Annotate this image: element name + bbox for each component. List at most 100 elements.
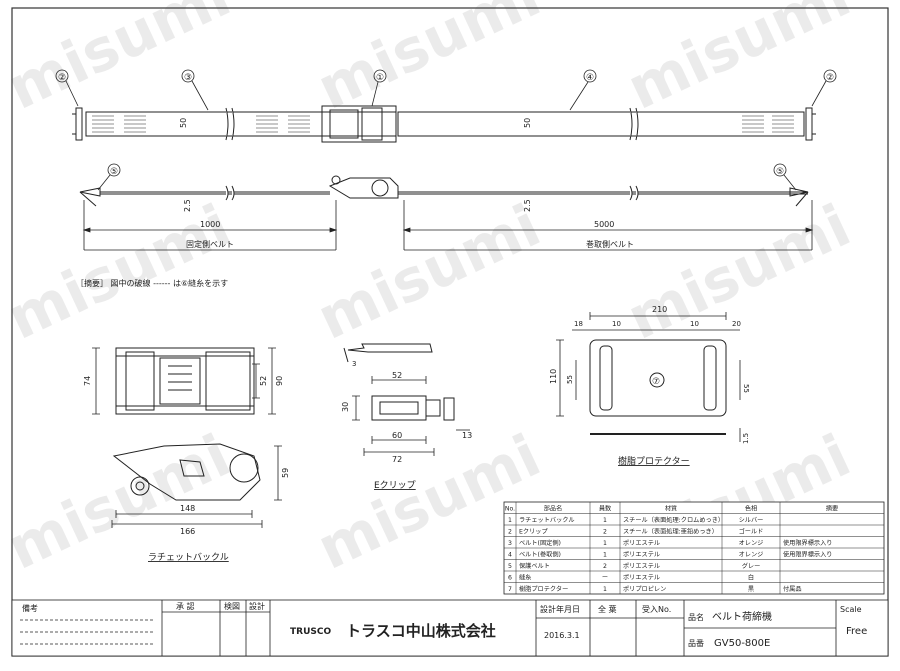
dim-ratchet-90: 90: [275, 376, 284, 386]
table-cell: ポリエステル: [623, 562, 660, 570]
table-cell: ポリエステル: [623, 574, 660, 582]
table-cell: ゴールド: [739, 528, 764, 536]
eclip-detail: [343, 343, 470, 456]
callout-4: ④: [586, 73, 594, 83]
table-cell: ポリエステル: [623, 539, 660, 547]
dim-belt-width-fixed: 50: [179, 118, 188, 128]
tb-hinmei: ベルト荷締機: [712, 610, 772, 623]
table-cell: ー: [602, 575, 608, 582]
watermark: misumi: [0, 191, 240, 353]
table-cell: 白: [748, 574, 754, 582]
side-view: [79, 175, 809, 207]
table-cell: グレー: [742, 562, 761, 570]
table-cell: 1: [603, 552, 607, 559]
dim-length-fixed: 1000: [200, 220, 220, 229]
table-cell: 樹脂プロテクター: [519, 585, 568, 593]
table-header-cell: 材質: [665, 505, 677, 513]
top-view: [72, 105, 816, 143]
tb-hinban-label: 品番: [688, 638, 704, 648]
protector-title: 樹脂プロテクター: [618, 455, 690, 467]
tb-juju: 受入No.: [642, 604, 671, 614]
watermark: misumi: [617, 0, 860, 123]
label-fixed-belt: 固定側ベルト: [186, 239, 234, 249]
table-cell: 5: [508, 563, 512, 570]
note-text: ［摘要］ 図中の破線 ------ は⑥縫糸を示す: [76, 278, 228, 288]
table-cell: ポリエステル: [623, 551, 660, 559]
dim-thickness-fixed: 2.5: [183, 199, 192, 212]
dim-eclip-13: 13: [462, 431, 472, 440]
dim-thickness-take: 2.5: [523, 199, 532, 212]
table-cell: ベルト(巻取側): [519, 551, 561, 559]
tb-date: 2016.3.1: [544, 631, 580, 640]
table-cell: 4: [508, 552, 512, 559]
dim-eclip-30: 30: [341, 402, 350, 412]
table-header-cell: 色相: [745, 505, 757, 513]
dim-eclip-60: 60: [392, 431, 402, 440]
table-cell: 1: [508, 517, 512, 524]
length-dimensions: [82, 200, 814, 251]
table-cell: ラチェットバックル: [519, 517, 575, 524]
tb-zenkai: 全 葉: [598, 604, 617, 614]
tb-sekkei: 設計: [249, 601, 265, 611]
table-cell: 2: [603, 563, 607, 570]
callout-3: ③: [184, 73, 192, 83]
ratchet-title: ラチェットバックル: [148, 552, 229, 563]
table-cell: 2: [508, 529, 512, 536]
protector-detail: [556, 312, 741, 442]
callout-leaders: [55, 69, 837, 191]
dim-length-take: 5000: [594, 220, 614, 229]
callout-1: ①: [376, 73, 384, 83]
table-cell: 保護ベルト: [519, 562, 550, 570]
dim-protector-55a: 55: [566, 375, 574, 384]
eclip-title: Eクリップ: [374, 480, 416, 491]
dim-protector-1.5: 1.5: [742, 433, 750, 444]
dim-protector-10b: 10: [690, 320, 699, 328]
dim-protector-20: 20: [732, 320, 741, 328]
dim-belt-width-take: 50: [523, 118, 532, 128]
tb-date-label: 設計年月日: [540, 604, 580, 614]
ratchet-detail: [92, 347, 282, 528]
table-cell: 3: [508, 540, 512, 547]
callout-2-left: ②: [58, 73, 66, 83]
watermark: misumi: [617, 191, 860, 353]
table-cell: 1: [603, 586, 607, 593]
dim-protector-55b: 55: [742, 384, 750, 393]
table-cell: 2: [603, 529, 607, 536]
table-header-cell: No.: [505, 506, 515, 513]
callout-5-left: ⑤: [110, 167, 118, 177]
table-cell: 使用限界標示入り: [783, 539, 833, 547]
dim-eclip-3: 3: [352, 360, 356, 368]
watermark-layer: misumi misumi misumi misumi misumi misum…: [0, 0, 860, 583]
dim-protector-210: 210: [652, 305, 667, 314]
watermark: misumi: [307, 0, 550, 123]
tb-kenzu: 検図: [224, 601, 240, 611]
dim-ratchet-59: 59: [281, 468, 290, 478]
tb-scale-label: Scale: [840, 605, 862, 614]
tb-shonin: 承 認: [176, 601, 195, 611]
callout-2-right: ②: [826, 73, 834, 83]
table-cell: ベルト(固定側): [519, 539, 561, 547]
dim-ratchet-148: 148: [180, 504, 195, 513]
table-cell: シルバー: [739, 517, 764, 524]
label-take-belt: 巻取側ベルト: [586, 239, 634, 249]
table-cell: 付属品: [783, 585, 802, 593]
table-cell: ポリプロピレン: [623, 585, 666, 593]
table-cell: 1: [603, 517, 607, 524]
tb-hinmei-label: 品名: [688, 612, 704, 622]
table-cell: 使用限界標示入り: [783, 551, 833, 559]
table-cell: 6: [508, 575, 512, 582]
table-cell: オレンジ: [739, 540, 764, 547]
tb-scale: Free: [846, 626, 867, 637]
table-header-cell: 員数: [599, 505, 612, 513]
title-block: [11, 599, 889, 657]
table-cell: 縫糸: [519, 574, 531, 582]
table-header-cell: 部品名: [544, 505, 563, 513]
tb-hinban: GV50-800E: [714, 638, 770, 649]
watermark: misumi: [307, 191, 550, 353]
dim-protector-10a: 10: [612, 320, 621, 328]
callout-5-right: ⑤: [776, 167, 784, 177]
tb-biko: 備考: [22, 603, 38, 613]
